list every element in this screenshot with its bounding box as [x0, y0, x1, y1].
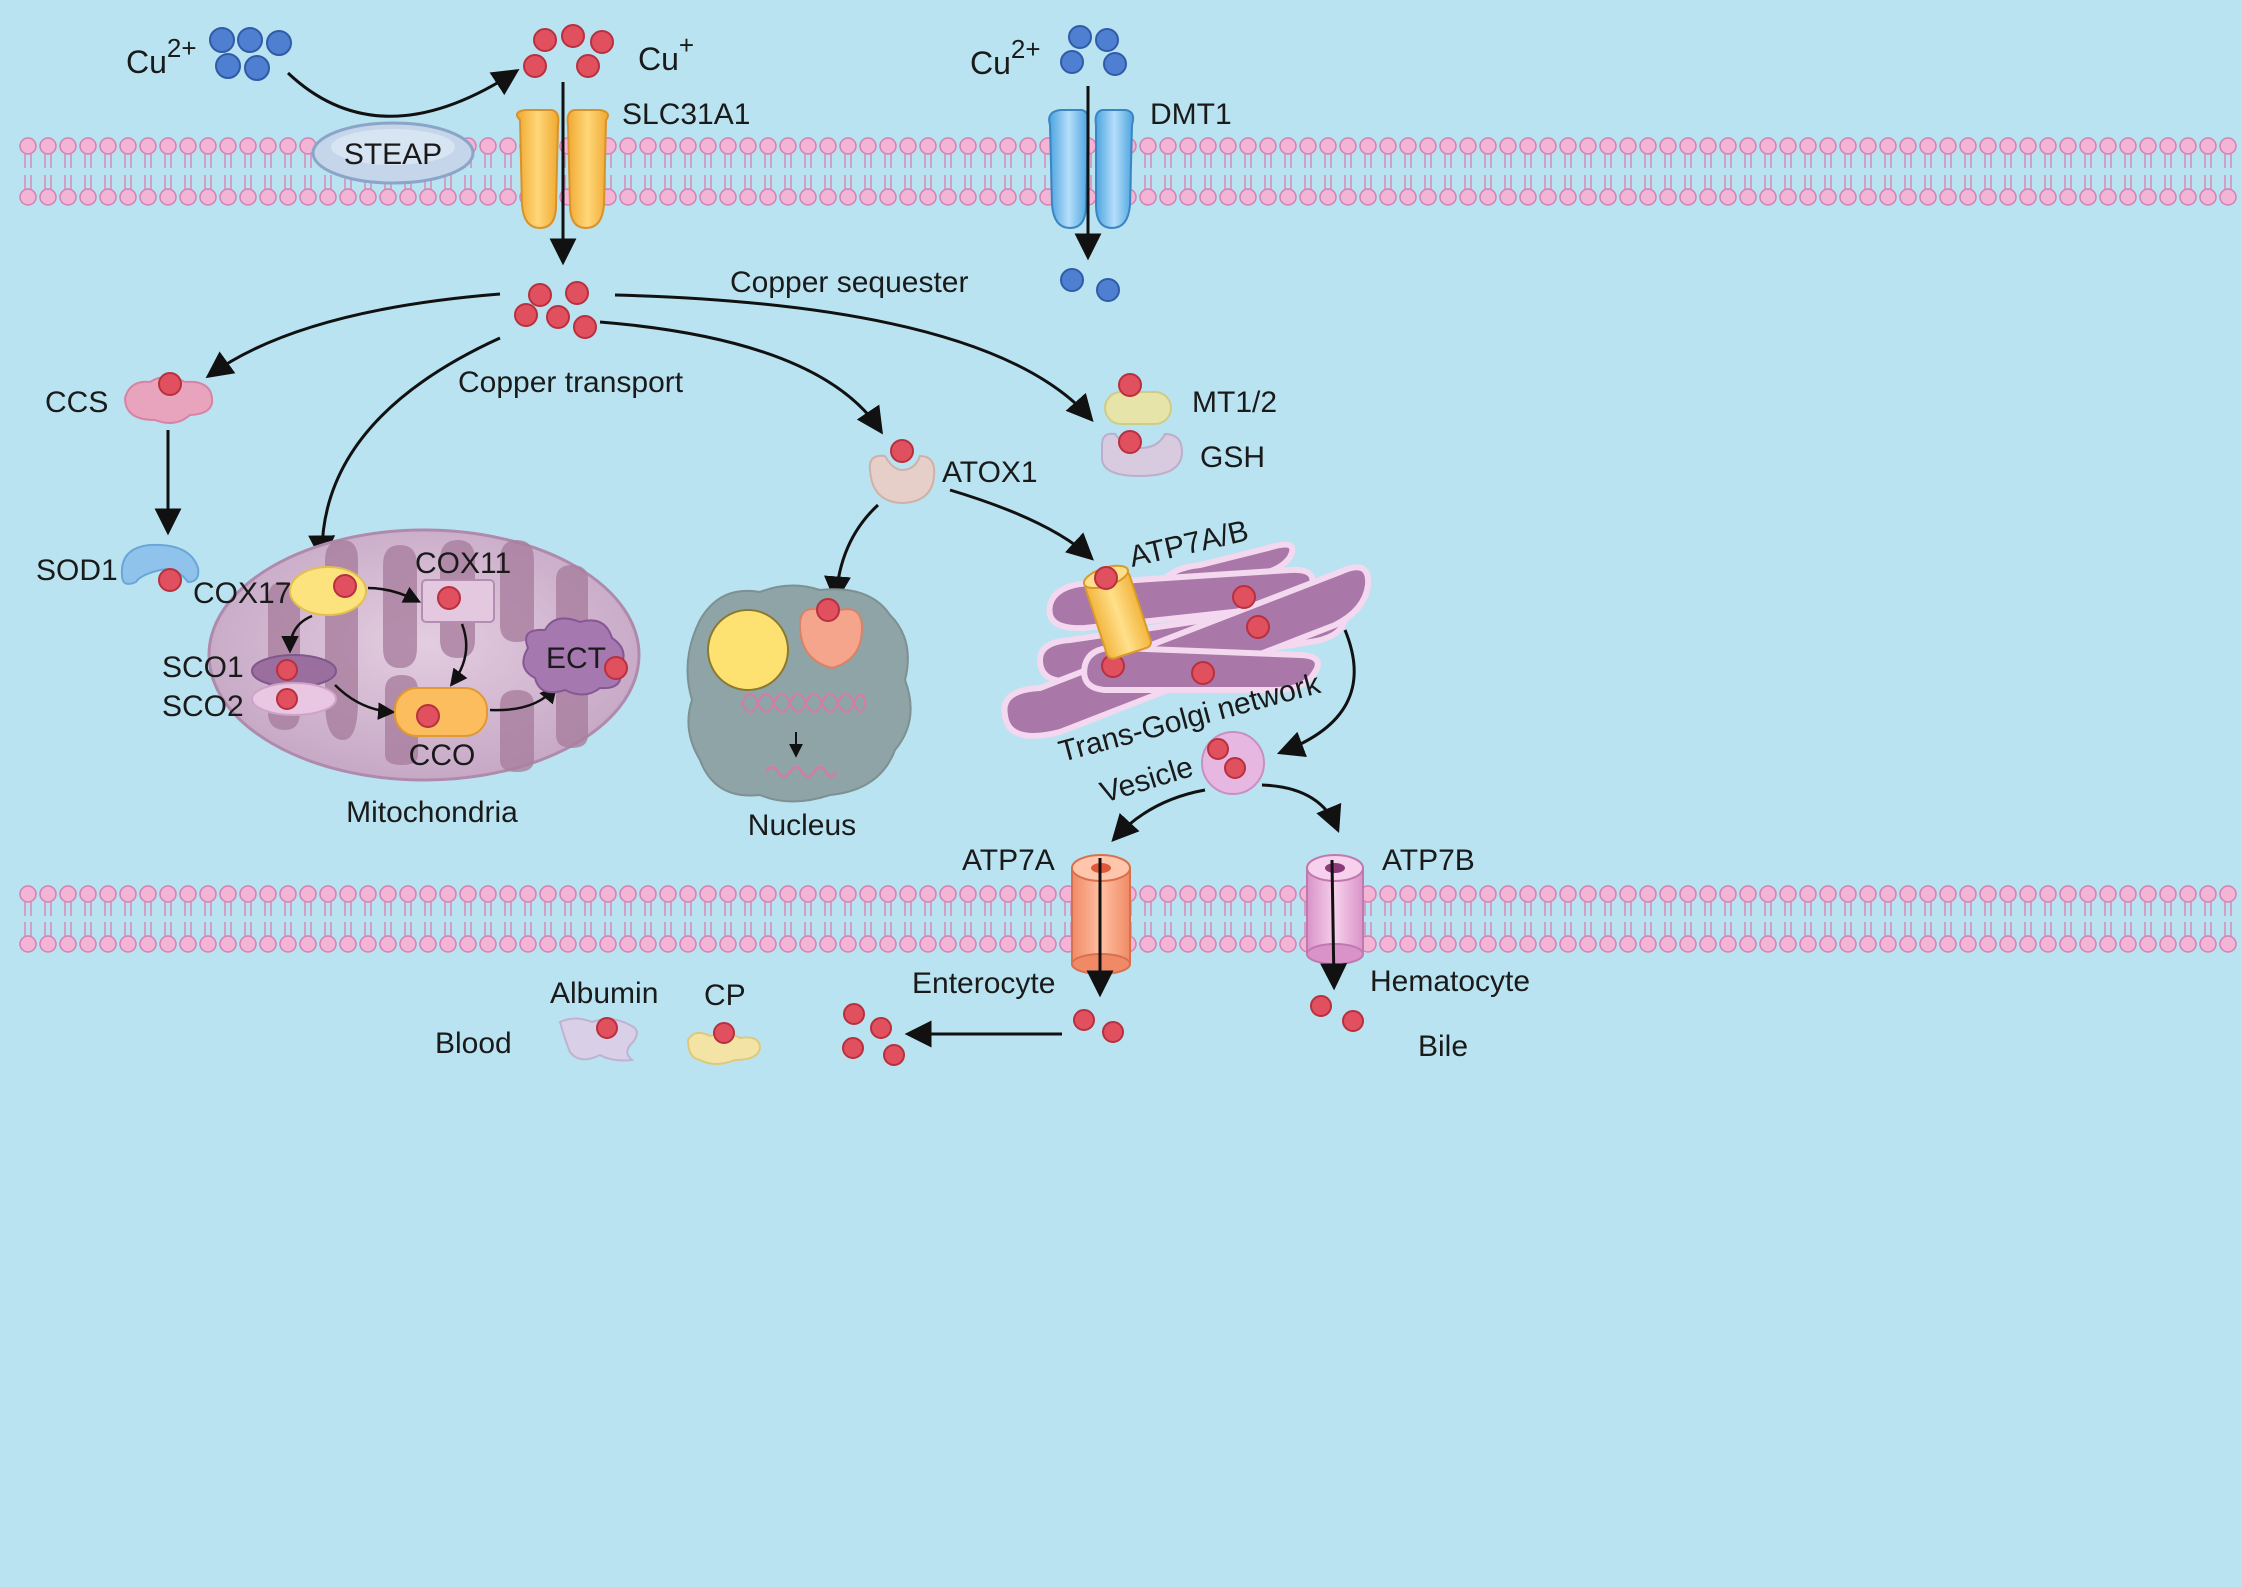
blood-label: Blood	[435, 1027, 512, 1060]
atp7b-export-arrow	[1320, 859, 1348, 991]
copper-sequester-label: Copper sequester	[730, 266, 968, 299]
vesicle-label: Vesicle	[1096, 750, 1197, 809]
arrow-vesicle-to-atp7a	[1111, 788, 1206, 842]
cu1-ions-top	[523, 24, 614, 78]
dna-helix	[741, 693, 866, 713]
atp7a-label: ATP7A	[962, 844, 1055, 877]
slc31a1-label: SLC31A1	[622, 98, 750, 131]
arrow-cox17-to-cox11	[367, 586, 422, 603]
sod1-label: SOD1	[36, 554, 118, 587]
nucleus-label: Nucleus	[748, 809, 856, 842]
ect-label: ECT	[546, 642, 606, 675]
atox1-label: ATOX1	[942, 456, 1038, 489]
arrow-cox17-to-sco	[281, 614, 313, 654]
bile-cu1-ions	[1310, 995, 1364, 1032]
dmt1-label: DMT1	[1150, 98, 1232, 131]
cu2-ions-right	[1060, 25, 1127, 76]
hematocyte-label: Hematocyte	[1370, 965, 1530, 998]
arrow-sco-to-cco	[334, 684, 396, 720]
cu2-ions-cytosol	[1060, 268, 1120, 302]
cu2-label-right: Cu2+	[970, 34, 1041, 81]
arrow-vesicle-to-atp7b	[1261, 783, 1342, 833]
cox17-protein	[289, 566, 367, 616]
cu2-ions-left	[209, 27, 292, 81]
cox11-label: COX11	[415, 547, 511, 580]
golgi-cu1-ions	[1101, 585, 1270, 685]
sco1-label: SCO1	[162, 651, 244, 684]
steap-protein: STEAP	[311, 121, 475, 185]
sco1-protein	[251, 654, 337, 688]
arrow-to-mitochondria	[308, 336, 501, 563]
cco-label: CCO	[409, 739, 476, 772]
cox17-label: COX17	[193, 577, 291, 610]
steap-label: STEAP	[344, 138, 442, 171]
cu2-label-left: Cu2+	[126, 33, 197, 80]
atp7ab-cu1-ion	[1094, 566, 1118, 590]
arrow-golgi-to-vesicle	[1276, 629, 1356, 757]
sco2-protein	[251, 682, 337, 716]
nucleus	[686, 584, 912, 803]
cp-label: CP	[704, 979, 746, 1012]
bile-label: Bile	[1418, 1030, 1468, 1063]
blood-cu1-ions	[842, 1003, 905, 1066]
nucleolus	[707, 609, 789, 691]
albumin-protein	[558, 1017, 638, 1062]
ect-complex	[522, 617, 628, 696]
gsh-label: GSH	[1200, 441, 1265, 474]
copper-transport-label: Copper transport	[458, 366, 684, 399]
cco-protein	[394, 687, 488, 737]
mt12-label: MT1/2	[1192, 386, 1277, 419]
sod1-protein	[120, 543, 200, 592]
vesicle	[1201, 731, 1265, 795]
bottom-membrane	[19, 885, 2237, 953]
atp7b-transporter	[1306, 854, 1364, 965]
slc31a1-channel	[515, 109, 609, 230]
arrow-to-atox1	[599, 320, 883, 435]
mitochondria-label: Mitochondria	[346, 796, 518, 829]
dmt1-channel	[1048, 109, 1135, 230]
mt12-protein	[1104, 373, 1172, 425]
arrow-to-ccs	[205, 292, 501, 379]
albumin-label: Albumin	[550, 977, 658, 1010]
cu1-ions-cytosol	[514, 281, 597, 339]
arrow-cox11-to-cco	[449, 623, 468, 687]
atox1-protein	[868, 439, 936, 505]
cox11-protein	[421, 579, 495, 623]
ccs-label: CCS	[45, 386, 108, 419]
ccs-protein	[123, 372, 214, 425]
atp7b-label: ATP7B	[1382, 844, 1475, 877]
arrow-atox1-to-golgi	[949, 488, 1094, 561]
arrow-to-mt12	[614, 293, 1094, 423]
sco2-label: SCO2	[162, 690, 244, 723]
cu1-label: Cu+	[638, 30, 694, 77]
arrow-atox1-to-nucleus	[824, 503, 880, 604]
mrna-strand	[764, 765, 838, 779]
enterocyte-label: Enterocyte	[912, 967, 1055, 1000]
cp-protein	[686, 1022, 762, 1065]
enterocyte-exported-cu1	[1073, 1009, 1124, 1043]
steap-reduction-arrow	[286, 69, 520, 118]
gsh-protein	[1101, 430, 1184, 478]
